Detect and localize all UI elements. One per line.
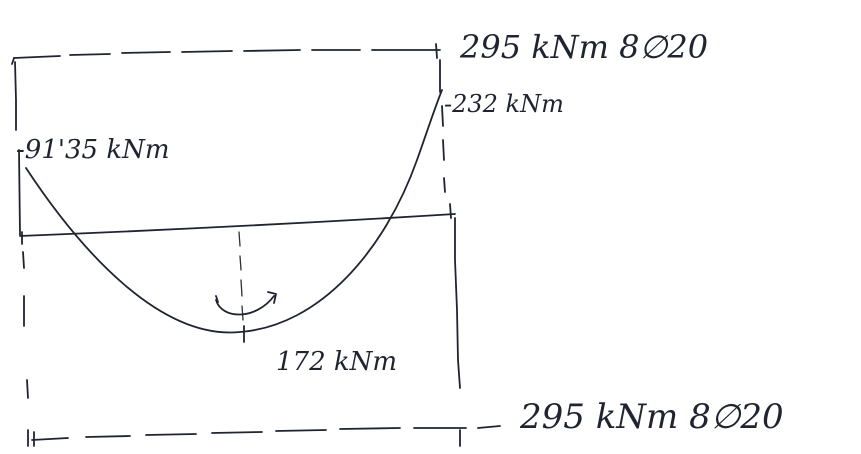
right-support-moment-label: -232 kNm: [444, 90, 564, 118]
midspan-moment-label: 172 kNm: [276, 347, 397, 377]
top-capacity-label: 295 kNm 8∅20: [459, 28, 708, 66]
left-boundary-dashed: [22, 251, 29, 447]
right-boundary-line: [454, 217, 461, 389]
bottom-capacity-label: 295 kNm 8∅20: [519, 397, 784, 437]
midspan-dashed-line: [238, 231, 244, 321]
moment-curve: [25, 89, 443, 334]
left-boundary-line: [14, 61, 21, 236]
top-capacity-line: [11, 43, 441, 65]
zero-axis-line: [19, 213, 456, 237]
left-support-moment-label: -91'35 kNm: [16, 135, 170, 165]
bottom-capacity-line: [31, 425, 501, 447]
rotation-arrow-icon: [215, 291, 277, 316]
right-boundary-dashed: [439, 59, 452, 219]
